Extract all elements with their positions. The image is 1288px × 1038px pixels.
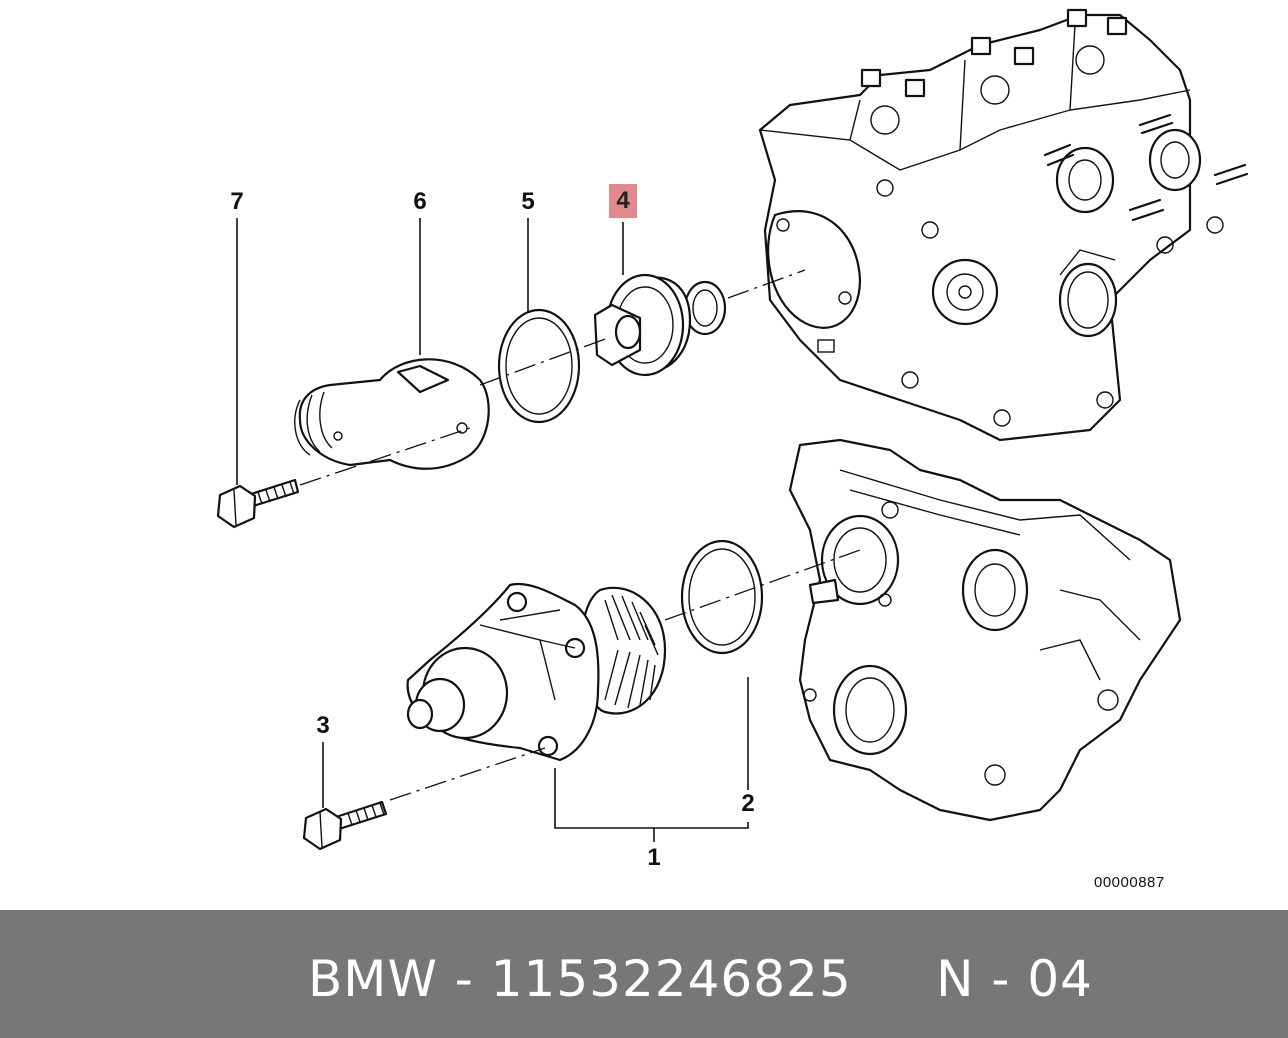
- assembly-axis-lines: [299, 269, 861, 801]
- callout-6: 6: [413, 188, 427, 215]
- drawing-number: 00000887: [1094, 874, 1165, 891]
- callout-2: 2: [741, 790, 755, 817]
- callout-5: 5: [521, 188, 535, 215]
- parts-diagram: 7 6 5 4 3 2 1 00000887: [216, 8, 1249, 891]
- cylinder-head: [758, 8, 1249, 442]
- callout-7: 7: [230, 188, 244, 215]
- water-pump-part-1: [406, 582, 667, 762]
- leader-lines: [236, 218, 749, 842]
- bolt-part-7: [216, 478, 300, 529]
- bolt-part-3: [302, 800, 388, 851]
- thermostat-part-4: [593, 273, 727, 377]
- callout-4-highlighted[interactable]: 4: [609, 184, 637, 218]
- timing-case-cover: [788, 438, 1182, 822]
- exploded-view-drawing: [216, 8, 1249, 851]
- gasket-part-5: [497, 308, 581, 424]
- callout-3: 3: [316, 712, 330, 739]
- footer-bar: [0, 910, 1288, 1038]
- thermostat-housing-part-6: [294, 358, 490, 470]
- ring-seal-part-2: [680, 539, 764, 655]
- part-number-caption: BMW - 11532246825 N - 04: [308, 950, 1093, 1008]
- callout-1: 1: [647, 844, 661, 871]
